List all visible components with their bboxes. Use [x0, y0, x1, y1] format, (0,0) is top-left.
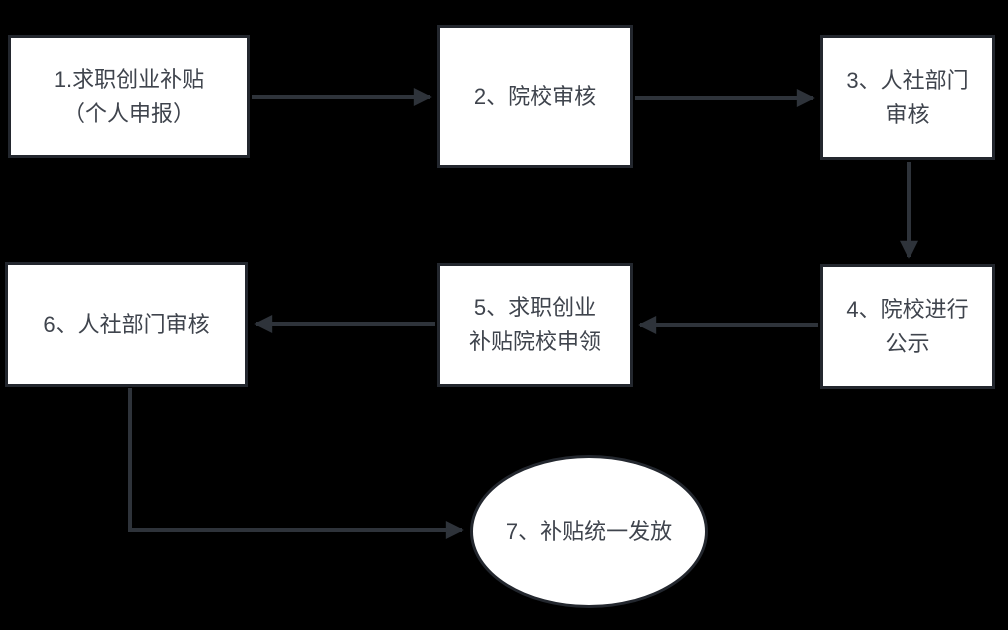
flow-node-1: 1.求职创业补贴 （个人申报） — [8, 35, 250, 158]
flow-node-4: 4、院校进行 公示 — [820, 264, 995, 389]
flow-node-7: 7、补贴统一发放 — [470, 455, 708, 608]
flow-node-5: 5、求职创业 补贴院校申领 — [437, 263, 633, 387]
flow-node-2-label: 2、院校审核 — [473, 83, 597, 109]
flow-node-6: 6、人社部门审核 — [5, 262, 248, 387]
flow-node-4-label: 4、院校进行 公示 — [846, 296, 969, 356]
flow-node-2: 2、院校审核 — [437, 25, 633, 168]
arrow-6-to-7 — [128, 388, 464, 539]
flow-node-6-label: 6、人社部门审核 — [43, 311, 210, 337]
flow-node-3-label: 3、人社部门 审核 — [846, 67, 969, 127]
flow-node-7-label: 7、补贴统一发放 — [505, 518, 673, 544]
flow-node-3: 3、人社部门 审核 — [820, 35, 995, 160]
flow-node-1-label: 1.求职创业补贴 （个人申报） — [53, 66, 205, 126]
flow-node-5-label: 5、求职创业 补贴院校申领 — [468, 295, 601, 354]
